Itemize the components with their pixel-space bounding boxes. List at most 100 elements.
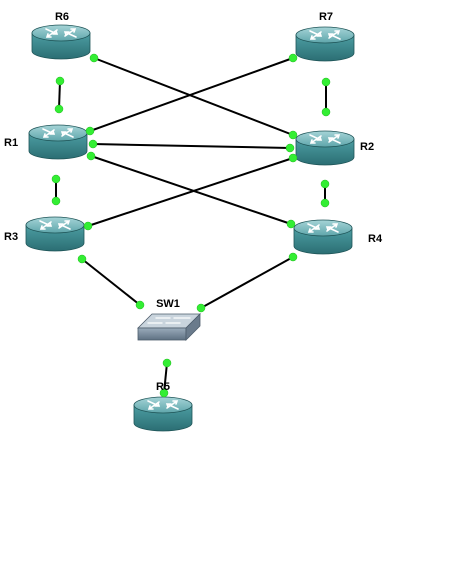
port-dot-r1 xyxy=(54,104,64,114)
switch-side xyxy=(185,313,201,341)
router-icon xyxy=(133,396,193,432)
port-dot-sw1 xyxy=(135,300,145,310)
link-r1-r4[interactable] xyxy=(90,155,292,225)
port-dot-sw1 xyxy=(196,303,206,313)
router-arrows xyxy=(307,223,339,233)
arrow-in-right xyxy=(327,137,341,144)
arrow-out-left xyxy=(39,221,52,230)
router-arrows xyxy=(309,134,341,144)
arrow-in-right xyxy=(57,223,71,230)
node-r6[interactable] xyxy=(31,24,91,60)
port-dot-r2 xyxy=(321,107,331,117)
port-dot-r2 xyxy=(288,130,298,140)
port-dot-r4 xyxy=(288,252,298,262)
port-dot-r6 xyxy=(89,53,99,63)
router-arrows xyxy=(309,30,341,40)
node-label-r3: R3 xyxy=(4,231,18,243)
switch-arrows xyxy=(147,317,191,324)
arrow-out-right xyxy=(326,223,339,232)
arrow-in-right xyxy=(325,226,339,233)
router-top xyxy=(31,24,91,42)
port-dot-r3 xyxy=(77,254,87,264)
arrow-out-left xyxy=(309,135,322,144)
arrow-in-right xyxy=(165,403,179,410)
link-r6-r2[interactable] xyxy=(93,57,294,136)
node-label-r4: R4 xyxy=(368,233,383,245)
node-label-r5: R5 xyxy=(156,381,170,393)
arrow-out-right xyxy=(61,128,74,137)
arrow-out-right xyxy=(166,400,179,409)
link-r7-r1[interactable] xyxy=(89,57,294,132)
port-dot-r7 xyxy=(321,77,331,87)
link-r4-sw1[interactable] xyxy=(200,256,294,309)
arrow-out-left xyxy=(307,224,320,233)
arrow-out-right xyxy=(58,220,71,229)
router-arrows xyxy=(39,220,71,230)
arrow-out-left xyxy=(45,29,58,38)
arrow-out-right xyxy=(64,28,77,37)
arrow-in-right xyxy=(63,31,77,38)
router-icon xyxy=(295,26,355,62)
port-dots-layer xyxy=(51,53,331,398)
router-top xyxy=(295,130,355,148)
arrow-in-left xyxy=(45,28,59,35)
port-dot-r2 xyxy=(320,179,330,189)
links-layer xyxy=(55,57,327,394)
router-top xyxy=(293,219,353,237)
router-icon xyxy=(31,24,91,60)
node-label-r7: R7 xyxy=(319,11,333,23)
port-dot-r7 xyxy=(288,53,298,63)
router-arrows xyxy=(42,128,74,138)
port-dot-sw1 xyxy=(162,358,172,368)
port-dot-r1 xyxy=(86,151,96,161)
node-r5[interactable] xyxy=(133,396,193,432)
router-icon xyxy=(293,219,353,255)
arrow-out-right xyxy=(328,30,341,39)
arrow-in-left xyxy=(147,400,161,407)
arrow-in-left xyxy=(309,30,323,37)
node-label-sw1: SW1 xyxy=(156,298,180,310)
node-r7[interactable] xyxy=(295,26,355,62)
link-r3-sw1[interactable] xyxy=(81,258,141,306)
port-dot-r4 xyxy=(286,219,296,229)
link-sw1-r5[interactable] xyxy=(163,362,168,394)
arrow-out-left xyxy=(147,401,160,410)
arrow-in-left xyxy=(42,128,56,135)
node-label-r6: R6 xyxy=(55,11,69,23)
arrow-in-left xyxy=(39,220,53,227)
router-arrows xyxy=(45,28,77,38)
node-r4[interactable] xyxy=(293,219,353,255)
node-sw1[interactable] xyxy=(137,313,201,341)
node-r1[interactable] xyxy=(28,124,88,160)
link-r6-r1[interactable] xyxy=(58,80,61,110)
nodes-layer xyxy=(25,24,355,432)
router-icon xyxy=(28,124,88,160)
link-r3-r2[interactable] xyxy=(87,157,294,227)
arrow-out-left xyxy=(42,129,55,138)
router-arrows xyxy=(147,400,179,410)
port-dot-r5 xyxy=(159,388,169,398)
arrow-in-left xyxy=(309,134,323,141)
switch-front xyxy=(137,327,187,341)
port-dot-r1 xyxy=(85,126,95,136)
arrow-in-right xyxy=(327,33,341,40)
port-dot-r3 xyxy=(83,221,93,231)
port-dot-r1 xyxy=(51,174,61,184)
router-top xyxy=(295,26,355,44)
arrow-out-left xyxy=(309,31,322,40)
node-r2[interactable] xyxy=(295,130,355,166)
router-top xyxy=(28,124,88,142)
port-dot-r1 xyxy=(88,139,98,149)
port-dot-r2 xyxy=(288,153,298,163)
link-r1-r2[interactable] xyxy=(92,143,291,149)
port-dot-r3 xyxy=(51,196,61,206)
port-dot-r4 xyxy=(320,198,330,208)
port-dot-r2 xyxy=(285,143,295,153)
arrow-in-right xyxy=(60,131,74,138)
node-r3[interactable] xyxy=(25,216,85,252)
arrow-out-right xyxy=(328,134,341,143)
port-dot-r6 xyxy=(55,76,65,86)
router-top xyxy=(133,396,193,414)
